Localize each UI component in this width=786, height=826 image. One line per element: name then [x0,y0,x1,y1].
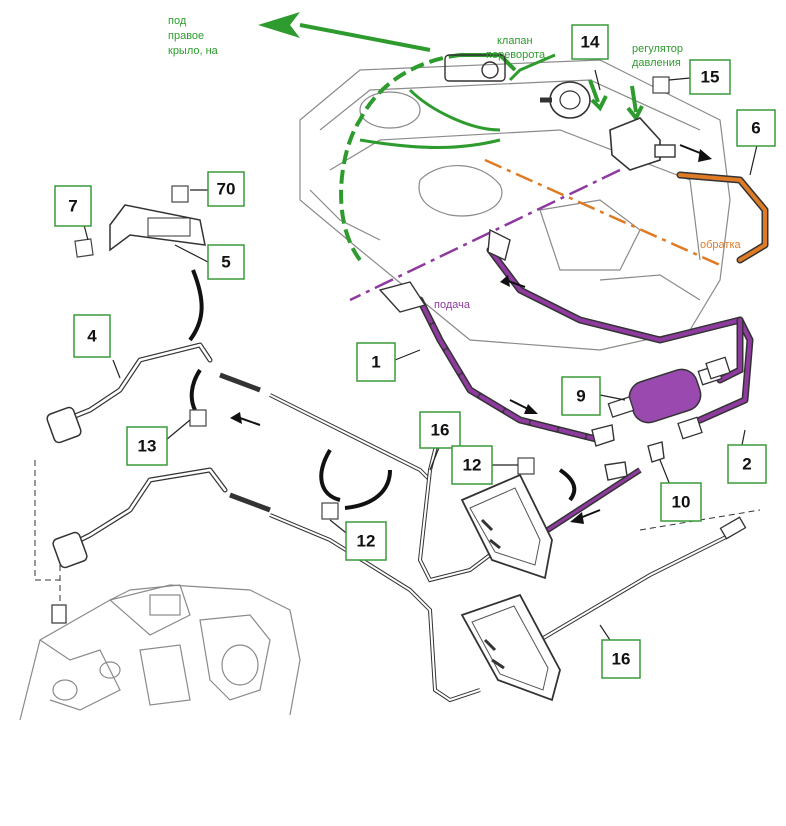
callout-16-lower: 16 [601,639,641,679]
note-supply: подача [434,299,471,311]
callout-10: 10 [660,482,702,522]
engine-cover-outline [299,59,731,351]
callout-70: 70 [207,171,245,207]
callout-13: 13 [126,426,168,466]
leaders [83,69,758,641]
note-regulator-line2: давления [632,57,681,69]
note-rollover-valve: клапан переворота [486,35,546,61]
note-rollover-line1: клапан [497,35,533,47]
left-lines [34,269,761,703]
callout-2: 2 [727,444,767,484]
connector-10-body [591,424,665,481]
callout-12-lower: 12 [345,521,387,561]
callout-4: 4 [73,314,111,358]
note-regulator-line1: регулятор [632,43,683,55]
note-under-wing-line1: под [168,15,187,27]
callout-2-label: 2 [742,455,751,474]
callout-16-upper-label: 16 [431,421,450,440]
note-under-wing-line3: крыло, на [168,45,219,57]
arrow-to-wing [258,12,300,38]
callout-12-lower-label: 12 [357,532,376,551]
fuel-filter [607,356,731,440]
note-return: обратка [700,239,742,251]
callout-15: 15 [689,59,731,95]
callout-14-label: 14 [581,33,600,52]
callout-12-upper: 12 [451,445,493,485]
bracket-16-lower [460,593,561,702]
callout-7: 7 [54,185,92,227]
callout-15-label: 15 [701,68,720,87]
callout-1: 1 [356,342,396,382]
callout-6-label: 6 [751,119,760,138]
callout-10-label: 10 [672,493,691,512]
orange-return-line [484,144,769,267]
note-rollover-line2: переворота [486,49,546,61]
pressure-regulator-body [609,117,676,171]
callout-7-label: 7 [68,197,77,216]
callout-5-label: 5 [221,253,230,272]
callout-13-label: 13 [138,437,157,456]
bracket-16-upper [460,473,553,580]
rollover-valve [444,54,506,82]
callout-12-upper-label: 12 [463,456,482,475]
callout-14: 14 [571,24,609,60]
callout-16-lower-label: 16 [612,650,631,669]
callout-4-label: 4 [87,327,97,346]
note-pressure-regulator: регулятор давления [632,43,683,69]
callout-6: 6 [736,109,776,147]
clip-bracket [109,204,206,252]
callout-16-upper: 16 [419,411,461,449]
purple-supply-line [349,168,754,538]
marker-squares [74,76,670,520]
note-under-wing-line2: правое [168,30,204,42]
engine-block-outline [19,584,301,721]
callout-70-label: 70 [217,180,236,199]
part-14-sensor [540,81,591,119]
callout-9-label: 9 [576,387,585,406]
note-under-wing: под правое крыло, на [168,15,219,57]
callout-1-label: 1 [371,353,380,372]
callout-9: 9 [561,376,601,416]
callout-5: 5 [207,244,245,280]
